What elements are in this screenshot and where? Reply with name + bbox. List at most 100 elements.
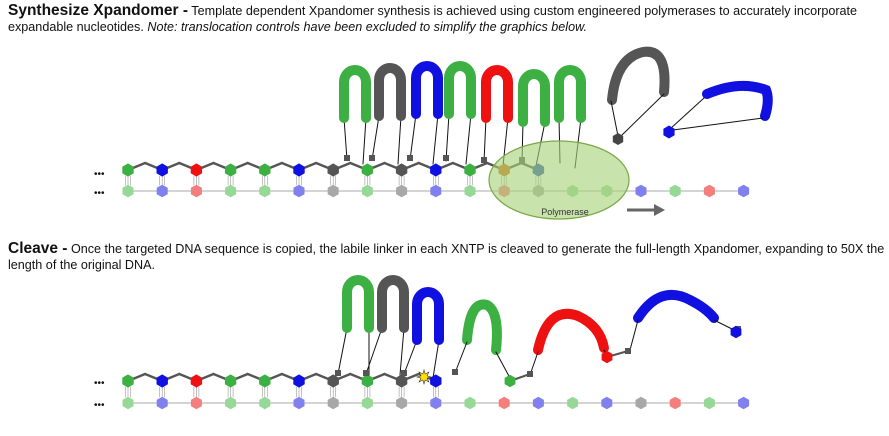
copy-base <box>156 163 168 177</box>
released-base-green <box>504 374 516 388</box>
copy-base <box>190 163 203 177</box>
template-base <box>156 184 168 198</box>
cleave-paragraph: Cleave - Once the targeted DNA sequence … <box>8 241 887 273</box>
template-base <box>703 184 715 198</box>
xntp-reporter-arch <box>518 69 550 127</box>
template-base <box>361 184 373 198</box>
ellipsis-copy-1: ••• <box>94 169 105 180</box>
copy-base <box>361 374 374 388</box>
template-base <box>156 396 168 410</box>
linker-node <box>407 155 413 161</box>
template-base <box>122 184 134 198</box>
copy-base <box>156 374 168 388</box>
polymerase-label: Polymerase <box>541 207 589 217</box>
xntp-tether <box>495 351 511 379</box>
template-base <box>669 396 681 410</box>
template-base <box>669 184 681 198</box>
template-base <box>430 396 442 410</box>
copy-base <box>327 374 339 388</box>
xntp-tether <box>483 117 487 163</box>
copy-base <box>122 374 134 388</box>
template-base <box>122 396 134 410</box>
xntp-tether <box>362 117 367 165</box>
xntp-tether <box>371 115 380 161</box>
template-base <box>259 184 271 198</box>
released-base-blue <box>730 325 742 339</box>
xntp-tether <box>445 113 450 162</box>
template-base <box>293 396 305 410</box>
xntp-reporter-arch <box>412 287 444 345</box>
linker-node <box>344 155 350 161</box>
copy-base <box>259 374 271 388</box>
cleave-body: Once the targeted DNA sequence is copied… <box>8 242 885 272</box>
linker-node <box>335 370 341 376</box>
xntp-reporter-arch <box>342 275 374 333</box>
template-base <box>190 184 202 198</box>
xntp-reporter-arch <box>554 65 586 123</box>
released-reporter-green <box>462 299 502 355</box>
xntp-reporter-arch <box>481 65 513 123</box>
copy-base <box>293 374 305 388</box>
ellipsis-template-2: ••• <box>94 400 105 411</box>
synthesize-heading: Synthesize Xpandomer - <box>8 2 189 19</box>
linker-node <box>443 155 449 161</box>
xntp-tether <box>399 327 405 376</box>
xntp-tether <box>337 327 348 375</box>
xntp-tether <box>397 115 402 165</box>
direction-arrow <box>627 204 665 216</box>
xntp-reporter-arch <box>444 61 476 119</box>
ellipsis-template-1: ••• <box>94 188 105 199</box>
xntp-reporter-arch <box>411 61 443 119</box>
template-base <box>327 396 339 410</box>
linker-node <box>481 157 487 163</box>
cleave-heading: Cleave - <box>8 240 68 257</box>
linker-node <box>527 371 533 377</box>
copy-base <box>122 163 134 177</box>
xntp-tether <box>403 339 418 375</box>
copy-base <box>395 374 408 388</box>
template-base <box>601 396 613 410</box>
template-base <box>293 184 305 198</box>
synthesize-note: Note: translocation controls have been e… <box>147 19 587 34</box>
free-xntp-tether <box>672 117 764 131</box>
polymerase-enzyme <box>488 140 630 220</box>
released-base-red <box>601 350 613 364</box>
cleavage-spark-icon <box>415 368 433 386</box>
diagram-front-layer <box>122 125 750 410</box>
xntp-tether <box>409 113 417 161</box>
synthesize-body: Template dependent Xpandomer synthesis i… <box>8 4 858 34</box>
xntp-tether <box>365 327 383 375</box>
copy-base <box>327 163 339 177</box>
linker-node <box>369 155 375 161</box>
copy-base <box>224 163 237 177</box>
copy-base <box>224 374 237 388</box>
template-base <box>225 184 237 198</box>
template-base <box>532 396 544 410</box>
xntp-tether <box>454 341 468 374</box>
xntp-tether <box>629 319 639 351</box>
free-xntp-gray-base <box>612 133 624 145</box>
template-base <box>567 396 579 410</box>
template-base <box>225 396 237 410</box>
template-base <box>259 396 271 410</box>
template-base <box>396 184 408 198</box>
template-base <box>430 184 442 198</box>
free-xntp-blue-base <box>663 125 675 139</box>
linker-node <box>401 370 407 376</box>
free-xntp-tether <box>669 97 705 130</box>
linker-node <box>452 369 458 375</box>
template-base <box>327 184 339 198</box>
xntp-tether <box>432 113 439 165</box>
template-base <box>635 184 647 198</box>
template-base <box>396 396 408 410</box>
copy-base <box>430 163 442 177</box>
copy-base <box>259 163 271 177</box>
synthesize-paragraph: Synthesize Xpandomer - Template dependen… <box>8 3 883 35</box>
copy-base <box>293 163 305 177</box>
xntp-tether <box>432 339 440 379</box>
template-base <box>464 184 476 198</box>
copy-base <box>395 163 408 177</box>
xntp-reporter-arch <box>377 275 409 333</box>
free-xntp-gray-arch <box>607 46 670 105</box>
free-xntp-blue-arch <box>702 80 773 121</box>
